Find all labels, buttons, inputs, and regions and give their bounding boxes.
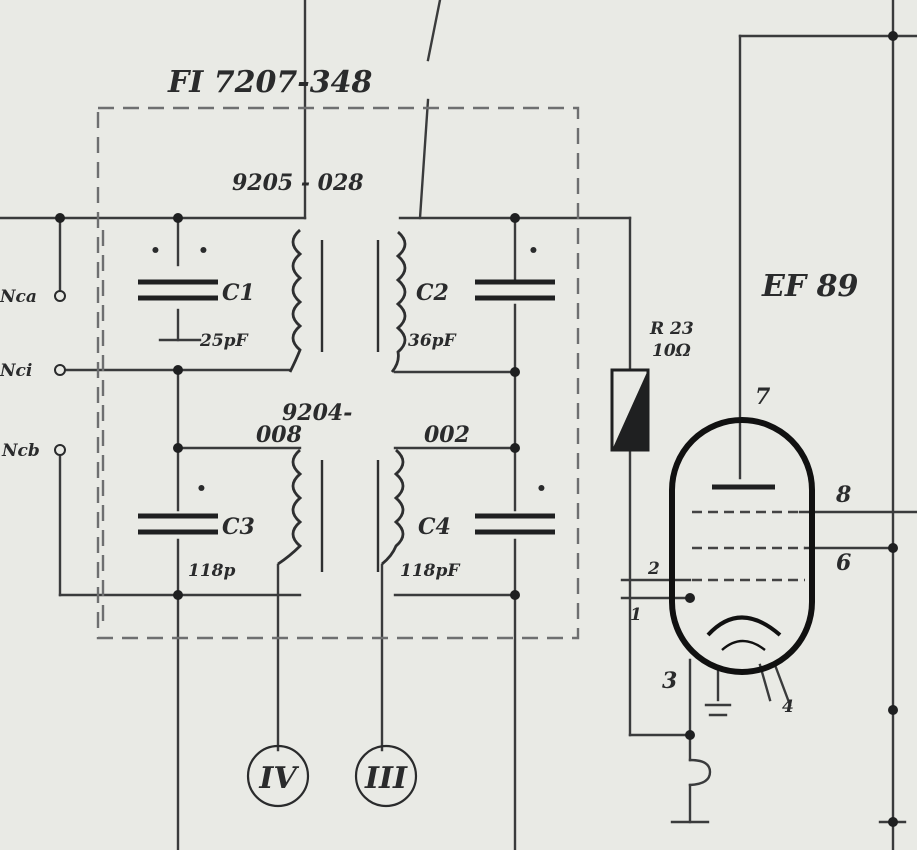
coil-lower-label-c: 002 [424,422,470,448]
c4-mark: • [536,479,547,499]
c3-name: C3 [222,514,255,540]
c2-value: 36pF [408,331,458,351]
socket-iii-label: III [364,761,408,796]
c3-mark: • [196,479,207,499]
c2-name: C2 [416,280,449,306]
c1-name: C1 [222,280,255,306]
coil-upper-label: 9205 - 028 [232,170,364,196]
pin-7-label: 7 [755,384,771,410]
resistor-value: 10Ω [652,341,691,361]
coil-lower-left [277,448,324,572]
port-a-label: Nca [0,287,37,307]
c3-value: 118p [188,561,235,581]
c1-mark-right: • [198,241,209,261]
resistor-name: R 23 [649,319,694,339]
c2-mark: • [528,241,539,261]
c4-value: 118pF [400,561,461,581]
filter-title: FI 7207-348 [167,65,372,100]
c1-mark-left: • [150,241,161,261]
pin-3-label: 3 [662,668,677,694]
tube-ef89 [669,417,815,675]
capacitor-c4 [475,513,555,535]
labels: FI 7207-348 9205 - 028 9204- 008 002 C1 … [0,65,858,796]
socket-iii [354,744,418,808]
resistor-r23 [610,368,650,452]
pin-1-label: 1 [630,605,642,625]
c1-value: 25pF [199,331,250,351]
pin-2-label: 2 [647,559,660,579]
coil-lower-label-a: 9204- [282,400,352,426]
capacitor-c2 [475,279,555,301]
pin-8-label: 8 [835,482,851,508]
junction-dots [55,31,898,827]
coil-upper-right [376,230,407,373]
tube-name: EF 89 [761,269,858,304]
coil-upper-left [288,228,324,373]
capacitor-c3 [138,513,218,535]
shield-outline [96,106,580,640]
pin-4-label: 4 [782,697,794,717]
input-terminals [54,290,66,456]
cathode-link [688,758,712,787]
coil-lower-label-b: 008 [256,422,302,448]
socket-iv [246,744,310,808]
pin-6-label: 6 [836,550,851,576]
capacitor-c1 [138,279,218,301]
port-c-label: Ncb [1,441,40,461]
socket-iv-label: IV [258,761,299,796]
port-b-label: Nci [0,361,32,381]
c4-name: C4 [418,514,451,540]
coil-lower-right [376,448,405,572]
